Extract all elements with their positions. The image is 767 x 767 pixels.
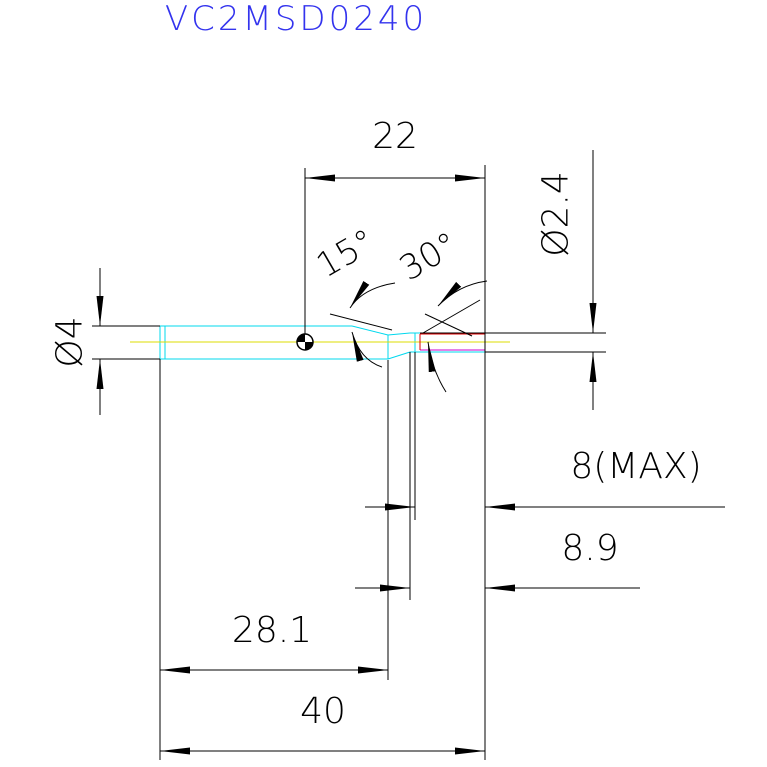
angle-30	[422, 280, 488, 393]
dim-8-9: 8.9	[561, 528, 618, 569]
dim-28-1: 28.1	[232, 610, 312, 651]
dim-tip-diameter: Ø2.4	[536, 171, 577, 257]
dim-max-depth: 8(MAX)	[570, 446, 701, 487]
dimension-lines	[96, 150, 725, 755]
dim-angle-30: 30°	[393, 224, 465, 289]
dim-shank-diameter: Ø4	[50, 316, 91, 367]
dim-tip-length: 22	[372, 116, 418, 157]
datum-symbol	[296, 333, 314, 351]
dim-total-length: 40	[300, 691, 346, 732]
angle-15	[329, 280, 396, 368]
drawing-title: VC2MSD0240	[165, 0, 427, 39]
dim-angle-15: 15°	[310, 221, 382, 286]
